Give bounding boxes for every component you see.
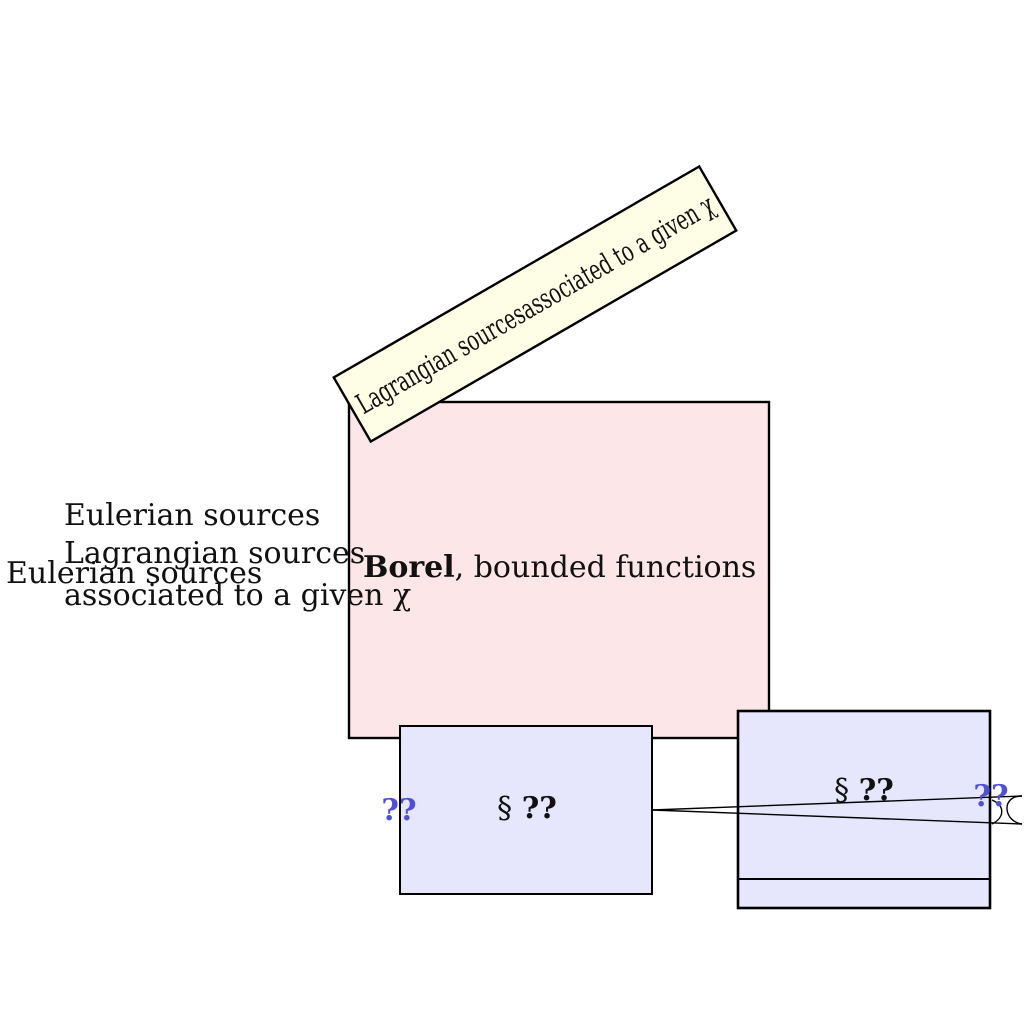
left-section-symbol: § [497,791,512,826]
left-section-label: § ?? [497,791,557,826]
label-eulerian-sources-overlap: Eulerian sources [6,556,262,591]
borel-rest: , bounded functions [455,550,757,585]
right-section-ref: ?? [859,773,894,808]
rotated-box-label: Lagrangian sourcesassociated to a given … [350,188,720,421]
label-lagrangian-sources: Lagrangian sources [64,536,365,571]
left-section-ref: ?? [522,791,557,826]
rotated-box-group: Lagrangian sourcesassociated to a given … [332,164,738,444]
left-section-side-ref: ?? [381,793,416,828]
left-section-box [399,725,653,895]
connector-loop [1006,795,1023,825]
connector-upper [651,795,1023,811]
label-eulerian-sources: Eulerian sources [64,498,320,533]
connector-brace [991,799,1003,825]
right-section-side-ref: ?? [973,779,1008,814]
borel-box [347,400,771,740]
rotated-box [332,164,738,444]
label-associated-to-chi: associated to a given χ [64,578,411,613]
connector-lower [651,809,1023,825]
right-section-symbol: § [834,773,849,808]
right-section-box [736,709,992,910]
borel-label: Borel, bounded functions [363,550,756,585]
borel-bold-word: Borel [363,550,455,585]
